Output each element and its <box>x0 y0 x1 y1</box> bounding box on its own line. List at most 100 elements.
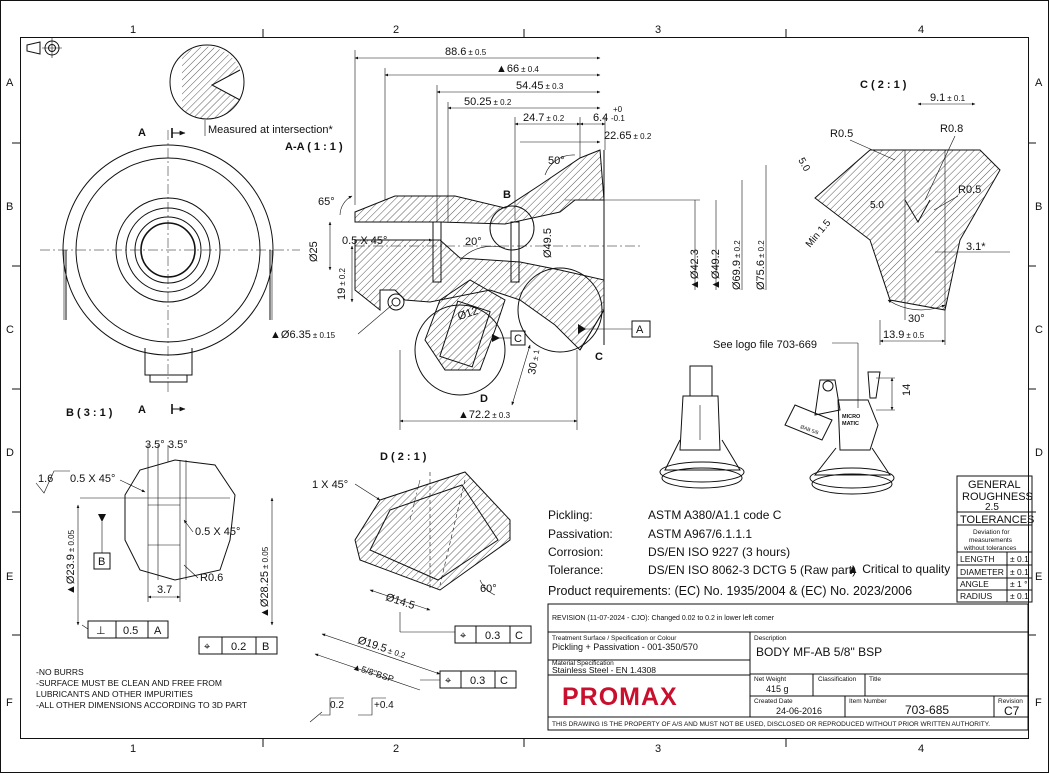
iso-view-side: MICRO MATIC ØAB 5/8 14 <box>784 342 913 495</box>
fcf-position-c2-icon: ⌖ <box>445 675 451 687</box>
fcf-pos-c-ref: C <box>515 630 523 642</box>
fcf-pos-c-value: 0.3 <box>485 630 500 642</box>
gen-row-diameter: DIAMETER <box>960 567 1004 577</box>
roughness-1-6: 1.6 <box>38 473 53 485</box>
detail-c-title: C ( 2 : 1 ) <box>860 79 907 91</box>
dim-22-65: 22.65± 0.2 <box>604 130 652 142</box>
zone-right-f: F <box>1035 697 1042 709</box>
note-line-4: -ALL OTHER DIMENSIONS ACCORDING TO 3D PA… <box>36 700 247 710</box>
section-aa-title: A-A ( 1 : 1 ) <box>285 141 343 153</box>
dim-66: ▲66± 0.4 <box>496 63 539 75</box>
fcf-position-b-icon: ⌖ <box>204 641 210 653</box>
thread-spec: ▲5/8"BSP <box>351 661 395 684</box>
dim-9-1: 9.1± 0.1 <box>930 92 966 104</box>
property-footer: THIS DRAWING IS THE PROPERTY OF A/S AND … <box>552 721 990 728</box>
gen-tol-sub-3: without tolerances <box>963 545 1017 552</box>
dia-49-5: Ø49.5 <box>542 228 554 258</box>
zone-bottom-4: 4 <box>918 743 924 755</box>
gen-row-diameter-val: ± 0.1 <box>1010 567 1029 577</box>
datum-a-box: A <box>636 324 644 336</box>
mat-value: Stainless Steel - EN 1.4308 <box>552 665 656 675</box>
dim-5-0-top: 5.0 <box>795 156 812 174</box>
dia-25: Ø25 <box>308 241 320 262</box>
title-label: Title <box>869 676 881 683</box>
dim-3-7: 3.7 <box>157 584 172 596</box>
zone-right-a: A <box>1035 77 1043 89</box>
dim-19: 19± 0.2 <box>336 267 348 300</box>
dim-24-7: 24.7± 0.2 <box>523 112 565 124</box>
angle-20: 20° <box>465 236 482 248</box>
zone-left-f: F <box>6 697 13 709</box>
rev-label: Revision <box>998 698 1023 705</box>
spec-value-4: DS/EN ISO 8062-3 DCTG 5 (Raw part) <box>648 563 856 577</box>
chamfer-b-2: 0.5 X 45° <box>195 526 240 538</box>
dim-72-2: ▲72.2± 0.3 <box>458 409 511 421</box>
fcf-perpendicularity-icon: ⊥ <box>96 625 106 637</box>
fcf-pos-c2-ref: C <box>500 675 508 687</box>
angle-30: 30° <box>908 313 925 325</box>
dia-49-2: ▲Ø49.2 <box>710 249 722 290</box>
angle-60: 60° <box>480 583 497 595</box>
chamfer-0-5: 0.5 X 45° <box>342 235 387 247</box>
radius-08: R0.8 <box>940 123 963 135</box>
treat-label: Treatment Surface / Specification or Col… <box>552 635 677 642</box>
item-value: 703-685 <box>905 703 949 717</box>
section-aa-body <box>354 149 700 396</box>
spec-label-2: Passivation: <box>548 527 613 541</box>
gen-row-angle: ANGLE <box>960 579 989 589</box>
zone-bottom-3: 3 <box>655 743 661 755</box>
angle-3-5-b: 3.5° <box>168 439 188 451</box>
datum-b-box: B <box>98 556 105 568</box>
zone-right-e: E <box>1035 571 1042 583</box>
product-requirements: Product requirements: (EC) No. 1935/2004… <box>548 584 912 598</box>
general-notes: -NO BURRS -SURFACE MUST BE CLEAN AND FRE… <box>36 667 247 710</box>
item-label: Item Number <box>849 698 887 705</box>
dia-14-5: Ø14.5 <box>384 591 416 612</box>
logo-text-micro: MICRO <box>842 414 861 420</box>
detail-d-dims: 1 X 45° 60° Ø14.5 ⌖ 0.3 C Ø19.5± 0.2 ▲5/… <box>309 479 532 723</box>
section-aa-dims: 88.6± 0.5 ▲66± 0.4 54.45± 0.3 50.25± 0.2… <box>270 46 767 430</box>
zone-left-d: D <box>6 447 14 459</box>
gen-row-length-val: ± 0.1 <box>1010 554 1029 564</box>
detail-d-title: D ( 2 : 1 ) <box>380 451 427 463</box>
gen-row-angle-val: ± 1 ° <box>1010 579 1028 589</box>
weight-value: 415 g <box>766 684 789 694</box>
zone-right-d: D <box>1035 447 1043 459</box>
fcf-perp-ref: A <box>154 625 162 637</box>
zone-right-b: B <box>1035 201 1042 213</box>
zone-left-e: E <box>6 571 13 583</box>
gen-tol-title: TOLERANCES <box>960 514 1034 526</box>
zone-right-c: C <box>1035 324 1043 336</box>
angle-50: 50° <box>548 155 565 167</box>
zone-top-1: 1 <box>130 24 136 36</box>
logo-file-note: See logo file 703-669 <box>713 339 817 351</box>
deviation-0-4: +0.4 <box>374 700 394 711</box>
fcf-pos-b-ref: B <box>262 641 269 653</box>
min-1-5: Min 1.5 <box>804 217 834 250</box>
detail-d-body <box>354 471 511 591</box>
spec-label-4: Tolerance: <box>548 563 603 577</box>
class-label: Classification <box>818 676 857 683</box>
measured-note: Measured at intersection* <box>208 124 333 136</box>
gen-roughness-value: 2.5 <box>985 502 999 513</box>
angle-65: 65° <box>318 196 335 208</box>
weight-label: Net Weight <box>754 676 786 683</box>
cut-line-bottom-label: A <box>138 404 146 416</box>
critical-note: ▲ Critical to quality <box>847 562 950 576</box>
radius-05-a: R0.5 <box>830 128 853 140</box>
dia-42-3: ▲Ø42.3 <box>689 249 701 290</box>
fcf-pos-c2-value: 0.3 <box>470 675 485 687</box>
desc-label: Description <box>754 635 787 642</box>
chamfer-b-1: 0.5 X 45° <box>70 473 115 485</box>
gen-row-length: LENGTH <box>960 554 994 564</box>
dim-14: 14 <box>901 384 913 396</box>
dia-6-35: ▲Ø6.35± 0.15 <box>270 329 336 341</box>
projection-symbol-icon <box>26 38 62 58</box>
cut-line-bottom: A <box>138 404 186 416</box>
gen-title-1: GENERAL <box>968 479 1021 491</box>
created-value: 24-06-2016 <box>776 706 822 716</box>
mat-label: Material Specification <box>552 660 614 667</box>
dim-30: 30± 1 <box>526 348 542 376</box>
zone-left-b: B <box>6 201 13 213</box>
dim-54-45: 54.45± 0.3 <box>516 80 564 92</box>
